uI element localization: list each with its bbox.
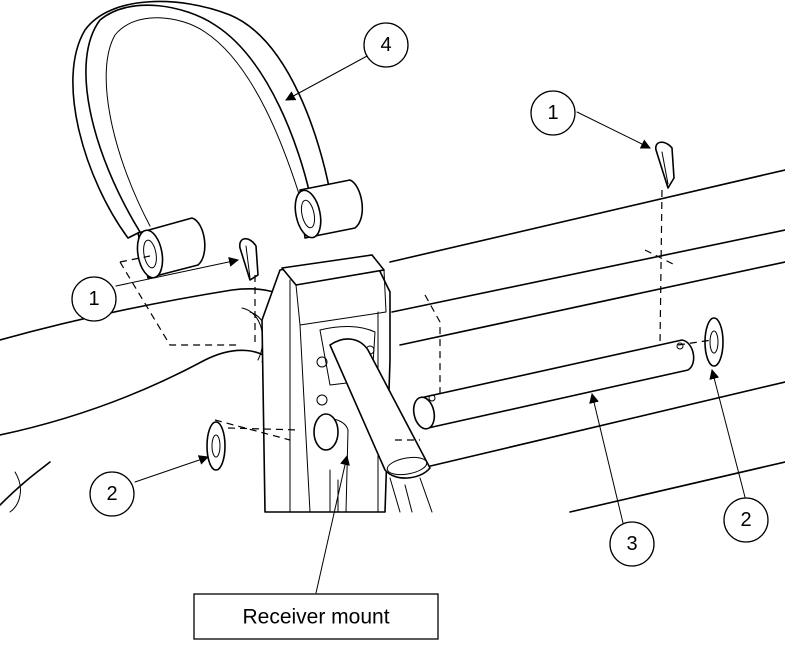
callout-3: 3: [609, 521, 655, 567]
callout-1-top-label: 1: [547, 102, 558, 124]
callout-1-left-label: 1: [88, 288, 99, 310]
washer-left-part: [206, 421, 226, 471]
callout-2-right: 2: [723, 497, 769, 543]
curved-tube: [0, 288, 301, 513]
callout-1-top: 1: [530, 90, 576, 136]
washer-right-part: [704, 317, 724, 367]
alignment-lines: [119, 189, 713, 441]
receiver-mount: [261, 254, 433, 513]
callout-2-right-label: 2: [740, 509, 751, 531]
u-strap-part: [72, 0, 364, 279]
callout-2-left-label: 2: [106, 483, 117, 505]
callout-2-left: 2: [89, 471, 135, 517]
cotter-pin-right-part: [655, 141, 675, 189]
pivot-pin-part: [412, 339, 695, 430]
leader-arrows: [115, 48, 747, 594]
callout-4: 4: [363, 22, 409, 68]
callout-4-label: 4: [380, 34, 391, 56]
cotter-pin-left-part: [239, 237, 259, 281]
receiver-mount-label-text: Receiver mount: [242, 606, 389, 629]
callout-3-label: 3: [626, 533, 637, 555]
receiver-mount-label: Receiver mount: [193, 593, 439, 640]
callout-1-left: 1: [71, 276, 117, 322]
rail-tubes: [389, 169, 785, 513]
